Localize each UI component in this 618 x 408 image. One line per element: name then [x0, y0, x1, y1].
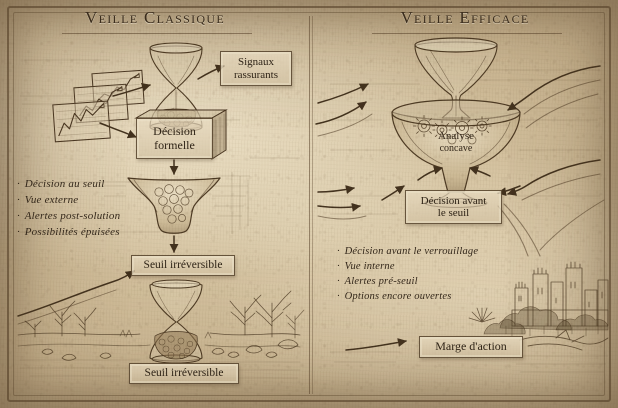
list-item: · Possibilités épuisées: [17, 226, 120, 238]
bullet-marker: ·: [337, 291, 340, 302]
bullet-text: Décision avant le verrouillage: [344, 246, 479, 257]
label-decision-avant-line2: le seuil: [437, 207, 470, 219]
chart-cards-group: [52, 69, 145, 143]
arrow-charts-to-hourglass: [112, 83, 151, 97]
label-signaux-rassurants: Signaux rassurants: [220, 51, 292, 86]
label-decision-formelle: Décision formelle: [136, 118, 213, 159]
list-item: · Alertes post-solution: [17, 210, 120, 222]
list-item: · Alertes pré-seuil: [337, 276, 478, 287]
list-item: · Décision avant le verrouillage: [337, 246, 478, 257]
right-title-rule: [372, 33, 562, 34]
bullet-marker: ·: [17, 226, 20, 238]
bullet-marker: ·: [17, 210, 20, 222]
bullet-text: Alertes post-solution: [24, 210, 121, 222]
label-analyse-line2: concave: [439, 143, 473, 155]
label-analyse-concave: Analyse concave: [416, 130, 496, 155]
bullet-text: Possibilités épuisées: [24, 226, 120, 238]
bullet-marker: ·: [337, 276, 340, 287]
funnel-convex-classic: [100, 172, 250, 253]
chart-card-2: [73, 83, 129, 124]
chart-card-1: [52, 100, 111, 143]
label-seuil-irreversible-mid: Seuil irréversible: [131, 255, 235, 276]
label-signaux-line2: rassurants: [234, 68, 278, 81]
arrow-charts-to-decision: [99, 122, 137, 139]
left-panel-title: Veille Classique: [85, 8, 225, 27]
arrow-swoop-to-threshold: [17, 270, 135, 325]
bullet-text: Décision au seuil: [24, 178, 105, 190]
bullet-text: Alertes pré-seuil: [344, 276, 418, 287]
label-marge-daction: Marge d'action: [419, 336, 523, 358]
chart-card-3: [91, 69, 145, 108]
label-analyse-line1: Analyse: [437, 130, 475, 142]
list-item: · Vue externe: [17, 194, 120, 206]
list-item: · Vue interne: [337, 261, 478, 272]
list-item: · Décision au seuil: [17, 178, 120, 190]
left-bullet-list: · Décision au seuil · Vue externe · Alertes…: [17, 178, 120, 242]
hourglass-classic-bottom: [149, 279, 203, 364]
sparkle-burst: [468, 307, 496, 323]
right-panel-title: Veille Efficace: [400, 8, 530, 27]
signal-arrows-left: [315, 83, 405, 220]
label-decision-avant-line1: Décision avant: [420, 194, 487, 207]
bullet-text: Vue externe: [24, 194, 79, 206]
bullet-text: Options encore ouvertes: [344, 291, 452, 302]
bullet-marker: ·: [337, 246, 340, 257]
label-decision-line1: Décision: [153, 124, 196, 139]
label-seuil-irreversible-bottom: Seuil irréversible: [129, 363, 239, 384]
arrow-to-marge-daction: [345, 338, 407, 351]
panel-divider: [309, 16, 313, 394]
bullet-marker: ·: [17, 194, 20, 206]
bullet-text: Vue interne: [344, 261, 395, 272]
label-signaux-line1: Signaux: [237, 56, 275, 69]
bullet-marker: ·: [17, 178, 20, 190]
label-decision-line2: formelle: [154, 137, 195, 152]
left-title-rule: [62, 33, 252, 34]
label-decision-avant-le-seuil: Décision avant le seuil: [405, 190, 502, 224]
bullet-marker: ·: [337, 261, 340, 272]
right-bullet-list: · Décision avant le verrouillage · Vue int…: [337, 246, 478, 306]
signal-arrows-right: [497, 65, 605, 251]
hourglass-efficient-top: [414, 37, 498, 119]
list-item: · Options encore ouvertes: [337, 291, 478, 302]
